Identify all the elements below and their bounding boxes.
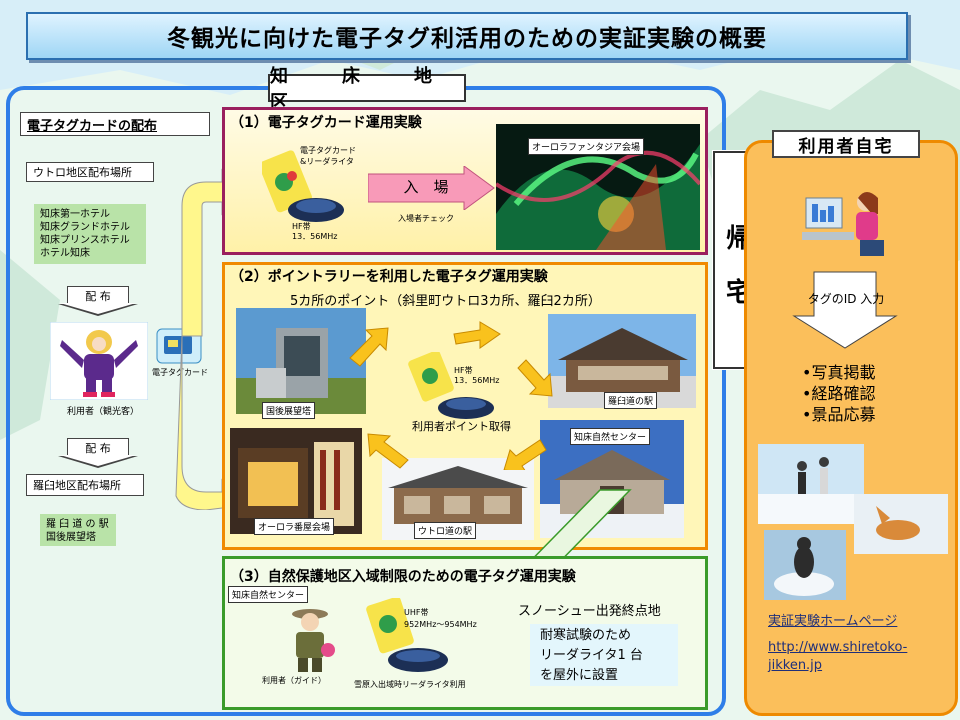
site-item: 国後展望塔 [46, 531, 110, 544]
site-item: 羅 臼 道 の 駅 [46, 518, 110, 531]
hotel-item: 知床グランドホテル [40, 221, 140, 234]
tourist-icon [50, 322, 148, 400]
arrow-head-icon [58, 304, 138, 316]
cold-test-line: を屋外に設置 [540, 666, 668, 686]
utoro-place-label: ウトロ地区配布場所 [26, 162, 154, 182]
rausu-station-label: 羅臼道の駅 [604, 392, 657, 409]
distribute-arrow-bottom: 配 布 [58, 438, 138, 468]
device-label-1: 電子タグカード [300, 146, 356, 156]
hotel-item: ホテル知床 [40, 247, 140, 260]
entry-check-label: 入場者チェック [398, 214, 454, 224]
arrow-head-icon [58, 456, 138, 468]
section2-title: （2）ポイントラリーを利用した電子タグ運用実験 [230, 266, 548, 286]
snowshoe-label: スノーシュー出発終点地 [518, 600, 661, 619]
uhf-freq-1: UHF帯 [404, 608, 428, 618]
guide-user-icon [284, 604, 344, 674]
venue-label: オーロラファンタジア会場 [528, 138, 644, 155]
winter-photos [758, 444, 948, 604]
guide-label: 利用者（ガイド） [262, 676, 326, 686]
homepage-link[interactable]: 実証実験ホームページ [768, 610, 897, 629]
user-label: 利用者（観光客） [58, 404, 148, 417]
homepage-url-1[interactable]: http://www.shiretoko- [768, 640, 907, 656]
section3-title: （3）自然保護地区入域制限のための電子タグ運用実験 [230, 566, 576, 586]
device-label-2: &リーダライタ [300, 157, 354, 167]
freq-label-2: 13．56MHz [292, 232, 337, 242]
homepage-url-2[interactable]: jikken.jp [768, 658, 822, 674]
rausu-site-list: 羅 臼 道 の 駅 国後展望塔 [40, 514, 116, 546]
distribute-label: 配 布 [67, 438, 129, 456]
cold-test-line: 耐寒試験のため [540, 626, 668, 646]
section1-title: （1）電子タグカード運用実験 [230, 112, 422, 132]
rausu-place-label: 羅臼地区配布場所 [26, 474, 144, 496]
pc-user-icon [800, 184, 890, 264]
user-home-title: 利用者自宅 [772, 130, 920, 158]
entry-arrow-label: 入 場 [386, 176, 466, 197]
benefit-item: •経路確認 [802, 383, 875, 404]
nature-center-label: 知床自然センター [570, 428, 650, 445]
distribution-heading: 電子タグカードの配布 [20, 112, 210, 136]
section3-center-label: 知床自然センター [228, 586, 308, 603]
distribute-arrow-top: 配 布 [58, 286, 138, 316]
reader-usage-label: 雪原入出域時リーダライタ利用 [354, 680, 466, 690]
page-title: 冬観光に向けた電子タグ利活用のための実証実験の概要 [26, 12, 908, 60]
benefit-list: •写真掲載 •経路確認 •景品応募 [802, 362, 875, 425]
aurora-hut-label: オーロラ番屋会場 [254, 518, 334, 535]
hotel-item: 知床第一ホテル [40, 208, 140, 221]
freq-label-1: HF帯 [292, 222, 311, 232]
rally-flow-arrows [340, 300, 560, 470]
region-label: 知 床 地 区 [268, 74, 466, 102]
id-input-label: タグのID 入力 [806, 290, 886, 307]
cold-test-box: 耐寒試験のため リーダライタ1 台 を屋外に設置 [530, 624, 678, 686]
benefit-item: •写真掲載 [802, 362, 875, 383]
utoro-hotel-list: 知床第一ホテル 知床グランドホテル 知床プリンスホテル ホテル知床 [34, 204, 146, 264]
cold-test-line: リーダライタ1 台 [540, 646, 668, 666]
utoro-station-label: ウトロ道の駅 [414, 522, 476, 539]
hotel-item: 知床プリンスホテル [40, 234, 140, 247]
uhf-freq-2: 952MHz～954MHz [404, 620, 477, 630]
id-input-arrow [790, 270, 900, 350]
distribute-label: 配 布 [67, 286, 129, 304]
kunashiri-label: 国後展望塔 [262, 402, 315, 419]
benefit-item: •景品応募 [802, 404, 875, 425]
